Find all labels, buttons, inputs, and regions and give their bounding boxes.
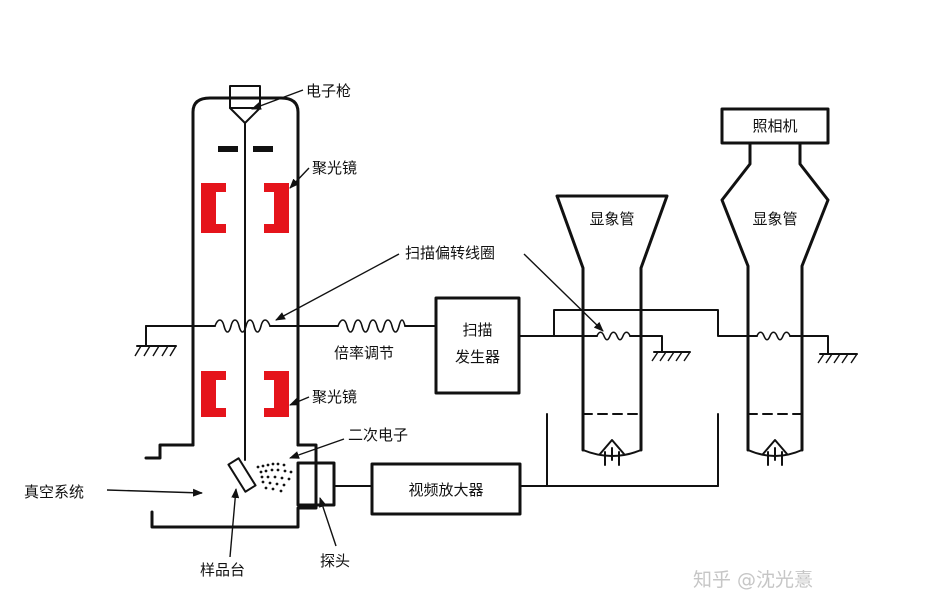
column-scan-coil <box>214 319 271 333</box>
probe-detector <box>296 461 336 507</box>
electron-gun <box>229 85 261 124</box>
label-magnification-adjust: 倍率调节 <box>334 344 394 362</box>
label-display-tube-1: 显象管 <box>589 210 634 228</box>
electron-column <box>144 85 336 529</box>
watermark: 知乎 @沈光憙 <box>693 569 813 591</box>
camera-box <box>720 107 830 145</box>
label-scan-generator-line1: 扫描 <box>462 321 492 339</box>
magnification-coil <box>337 319 406 333</box>
label-video-amplifier: 视频放大器 <box>408 481 483 499</box>
display-tube-2 <box>720 107 830 466</box>
label-condenser-lens-bottom: 聚光镜 <box>312 388 357 406</box>
tube2-scan-coil <box>756 331 791 341</box>
label-secondary-electron: 二次电子 <box>348 426 408 444</box>
tube1-scan-coil <box>596 331 631 341</box>
label-electron-gun: 电子枪 <box>306 82 351 100</box>
label-scan-coil: 扫描偏转线圈 <box>405 244 495 262</box>
label-sample-stage: 样品台 <box>200 561 245 579</box>
video-circuit <box>333 413 719 516</box>
scan-circuit <box>134 296 858 395</box>
label-display-tube-2: 显象管 <box>752 210 797 228</box>
label-probe: 探头 <box>320 552 350 570</box>
leader-lines <box>106 89 604 558</box>
display-tube-1 <box>555 194 669 466</box>
ground-tube2 <box>817 353 858 364</box>
label-scan-generator-line2: 发生器 <box>455 348 500 366</box>
ground-tube1 <box>651 351 691 362</box>
scan-generator-box <box>434 296 521 395</box>
condenser-lens-upper <box>201 183 289 233</box>
video-amplifier-box <box>370 462 522 516</box>
label-condenser-lens-top: 聚光镜 <box>312 159 357 177</box>
aperture <box>218 146 273 152</box>
label-camera: 照相机 <box>752 117 797 135</box>
sample-stage <box>227 457 257 493</box>
ground-left <box>134 325 177 357</box>
specimen-chamber <box>150 443 318 529</box>
condenser-lens-lower <box>201 371 289 417</box>
labels: 电子枪 聚光镜 扫描偏转线圈 倍率调节 扫描 发生器 聚光镜 二次电子 真空系统… <box>24 82 813 591</box>
secondary-electron-dots <box>256 462 293 493</box>
label-vacuum-system: 真空系统 <box>24 483 84 501</box>
